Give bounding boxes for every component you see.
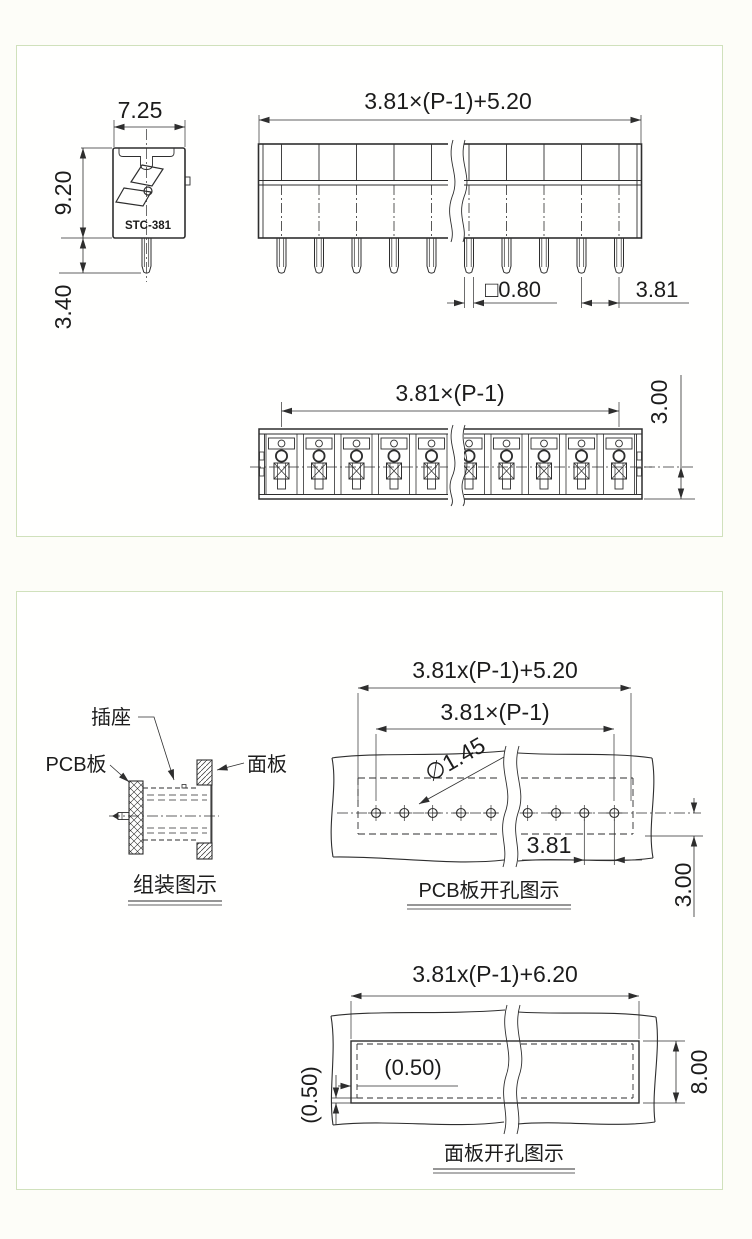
break-line — [461, 424, 468, 507]
break-line — [449, 139, 456, 243]
pcb-holes — [367, 804, 623, 822]
break-line — [461, 139, 468, 243]
faceplate-outline — [330, 1009, 658, 1126]
side-view: 7.25 STC-381 9.20 3.40 — [50, 97, 191, 330]
front-pitch-dim: 3.81 — [636, 277, 679, 302]
front-view-pins — [276, 237, 624, 274]
panel-cutout-view: 3.81x(P-1)+6.20 (0.50) (0.50) 8.00 面板开孔图… — [297, 961, 712, 1174]
pcb-total-dim: 3.81x(P-1)+5.20 — [412, 657, 578, 683]
pcb-connector-outline — [337, 777, 701, 835]
bottom-view: 3.81×(P-1) — [250, 375, 695, 507]
cutout-rect — [350, 1040, 640, 1104]
assembly-title: 组装图示 — [133, 874, 217, 897]
mounting-drawing-svg: 插座 PCB板 面板 组装图示 — [45, 657, 712, 1174]
hole-dia-leader — [418, 756, 505, 805]
cutout-total-dim: 3.81x(P-1)+6.20 — [412, 961, 578, 987]
assembly-pcb-board — [128, 780, 144, 855]
socket-label: 插座 — [91, 706, 131, 729]
brand-logo — [115, 164, 164, 207]
pcb-label: PCB板 — [45, 753, 106, 776]
break-line — [515, 745, 522, 868]
cutout-clearance-v-dim: (0.50) — [297, 1066, 322, 1123]
faceplate-leader — [216, 762, 245, 771]
break-line — [449, 424, 456, 507]
break-line — [516, 1004, 523, 1135]
cutout-height-dim: 8.00 — [686, 1050, 712, 1095]
faceplate-label: 面板 — [247, 753, 287, 776]
pcb-pitch-dim: 3.81 — [527, 832, 572, 858]
assembly-view: 插座 PCB板 面板 组装图示 — [45, 706, 287, 906]
assembly-socket — [109, 784, 219, 844]
side-view-body: STC-381 — [112, 129, 191, 282]
pcb-drill-title: PCB板开孔图示 — [418, 879, 559, 902]
bottom-offset-dim: 3.00 — [646, 380, 672, 425]
side-height-dim: 9.20 — [50, 171, 76, 216]
drawing-panel-dimensions: 7.25 STC-381 9.20 3.40 — [16, 45, 723, 537]
dimension-drawing-svg: 7.25 STC-381 9.20 3.40 — [50, 88, 695, 507]
pcb-drill-view: 3.81x(P-1)+5.20 3.81×(P-1) — [330, 657, 703, 917]
model-label: STC-381 — [125, 220, 172, 232]
bottom-span-dim: 3.81×(P-1) — [395, 380, 504, 406]
side-width-dim: 7.25 — [118, 97, 163, 123]
pcb-span-dim: 3.81×(P-1) — [440, 699, 549, 725]
cutout-title: 面板开孔图示 — [444, 1142, 564, 1165]
front-view: 3.81×(P-1)+5.20 — [257, 88, 689, 308]
bottom-view-body — [250, 424, 652, 507]
cutout-clearance-h-dim: (0.50) — [384, 1055, 441, 1080]
front-cell-dividers — [281, 144, 620, 238]
break-line — [503, 1004, 510, 1135]
front-pin-square-dim: □0.80 — [485, 277, 541, 302]
break-mask — [448, 140, 464, 242]
cutout-connector-outline — [356, 1043, 634, 1099]
assembly-pin — [112, 812, 130, 820]
front-view-body — [257, 139, 643, 274]
pcb-board-outline — [330, 750, 655, 863]
pcb-leader — [109, 764, 130, 783]
assembly-faceplate — [196, 759, 213, 860]
socket-leader — [138, 716, 175, 781]
pcb-offset-dim: 3.00 — [670, 863, 696, 908]
break-line — [502, 745, 509, 868]
front-total-dim: 3.81×(P-1)+5.20 — [364, 88, 532, 114]
drawing-panel-mounting: 插座 PCB板 面板 组装图示 — [16, 591, 723, 1190]
side-pin-dim: 3.40 — [50, 285, 76, 330]
